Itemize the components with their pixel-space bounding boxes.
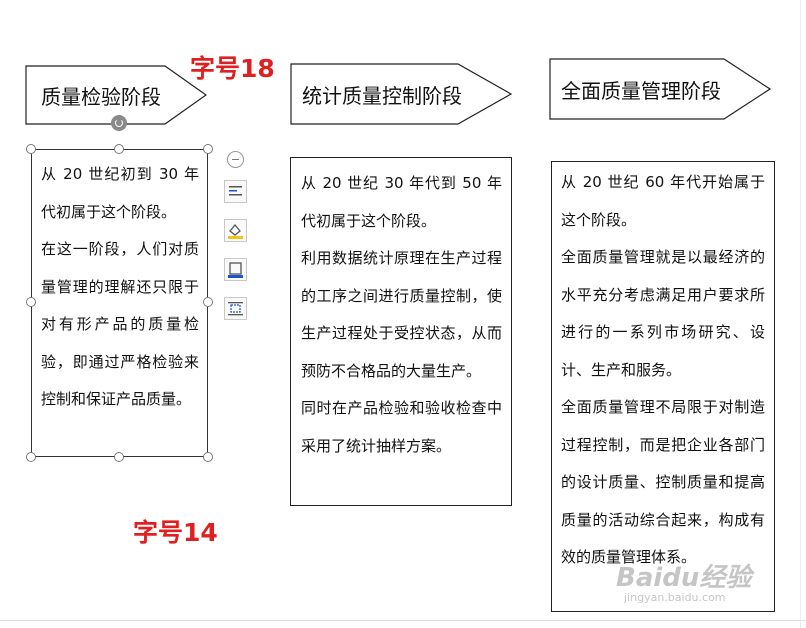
text-wrap-icon[interactable] (224, 297, 247, 320)
resize-handle-e[interactable] (203, 297, 213, 307)
stage2-title-shape[interactable]: 统计质量控制阶段 (290, 63, 512, 125)
stage1-title: 质量检验阶段 (41, 84, 161, 109)
watermark-brand: Baidu经验 (616, 563, 752, 593)
baidu-watermark: Baidu经验 (616, 557, 751, 594)
stage1-title-shape[interactable]: 质量检验阶段 (25, 65, 207, 125)
stage1-text-box[interactable]: 从 20 世纪初到 30 年代初属于这个阶段。 在这一阶段，人们对质量管理的理解… (31, 149, 208, 457)
pentagon-arrow-icon (290, 63, 512, 125)
resize-handle-w[interactable] (26, 297, 36, 307)
stage3-paragraph-2: 全面质量管理就是以最经济的水平充分考虑满足用户要求所进行的一系列市场研究、设计、… (561, 248, 765, 379)
resize-handle-ne[interactable] (203, 144, 213, 154)
layout-lines-icon (229, 186, 242, 196)
shape-outline-icon[interactable] (224, 258, 247, 281)
stage3-text-box[interactable]: 从 20 世纪 60 年代开始属于这个阶段。 全面质量管理就是以最经济的水平充分… (551, 161, 775, 612)
paint-bucket-icon (228, 223, 243, 239)
outline-square-icon (228, 262, 243, 278)
stage1-paragraph-2: 在这一阶段，人们对质量管理的理解还只限于对有形产品的质量检验，即通过严格检验来控… (41, 240, 199, 408)
resize-handle-sw[interactable] (26, 452, 36, 462)
stage2-text-box[interactable]: 从 20 世纪 30 年代到 50 年代初属于这个阶段。 利用数据统计原理在生产… (290, 157, 512, 506)
resize-handle-n[interactable] (114, 144, 124, 154)
resize-handle-nw[interactable] (26, 144, 36, 154)
wrap-lines-icon (228, 302, 243, 316)
stage1-paragraph-1: 从 20 世纪初到 30 年代初属于这个阶段。 (41, 165, 199, 221)
watermark-url: jingyan.baidu.com (624, 591, 726, 604)
resize-handle-se[interactable] (203, 452, 213, 462)
layout-options-icon[interactable] (224, 180, 247, 203)
stage2-paragraph-1: 从 20 世纪 30 年代到 50 年代初属于这个阶段。 (301, 174, 502, 230)
stage2-title: 统计质量控制阶段 (302, 83, 462, 108)
stage2-paragraph-3: 同时在产品检验和验收检查中采用了统计抽样方案。 (301, 399, 502, 455)
resize-handle-s[interactable] (114, 452, 124, 462)
stage3-paragraph-1: 从 20 世纪 60 年代开始属于这个阶段。 (561, 173, 765, 229)
rotate-handle[interactable] (111, 115, 127, 131)
page-edge-mark (800, 0, 801, 628)
page-edge-mark (0, 620, 806, 621)
stage2-paragraph-2: 利用数据统计原理在生产过程的工序之间进行质量控制，使生产过程处于受控状态，从而预… (301, 249, 502, 380)
pentagon-arrow-icon (549, 58, 771, 120)
body-font-size-annotation: 字号14 (133, 518, 218, 547)
title-font-size-annotation: 字号18 (190, 54, 275, 83)
stage3-title: 全面质量管理阶段 (561, 78, 721, 103)
stage3-paragraph-3: 全面质量管理不局限于对制造过程控制，而是把企业各部门的设计质量、控制质量和提高质… (561, 398, 765, 566)
stage3-title-shape[interactable]: 全面质量管理阶段 (549, 58, 771, 120)
shape-fill-icon[interactable] (224, 219, 247, 242)
pentagon-arrow-icon (25, 65, 207, 125)
minus-icon[interactable] (227, 151, 244, 168)
